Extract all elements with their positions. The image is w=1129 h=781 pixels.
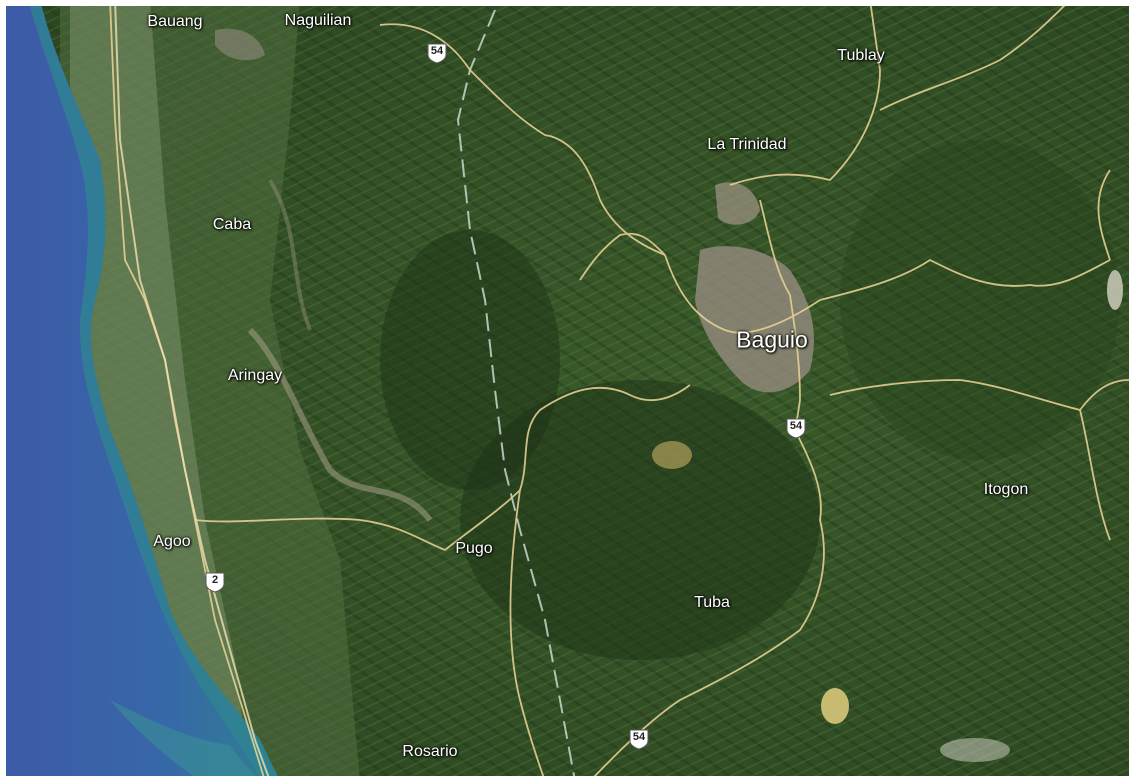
frame-border-left <box>0 0 6 781</box>
frame-border-top <box>0 0 1129 6</box>
route-shield-icon: 54 <box>426 42 448 64</box>
municipal-borders <box>109 0 1129 781</box>
route-number: 54 <box>430 45 444 57</box>
sea <box>0 0 280 781</box>
route-shield-icon: 2 <box>204 571 226 593</box>
province-boundary <box>456 9 576 781</box>
coastal-highway <box>114 0 271 781</box>
route-shield-icon: 54 <box>785 417 807 439</box>
route-number: 2 <box>211 574 219 586</box>
route-number: 54 <box>789 420 803 432</box>
route-number: 54 <box>632 731 646 743</box>
route-shield-icon: 54 <box>628 728 650 750</box>
frame-border-bottom <box>0 776 1129 781</box>
